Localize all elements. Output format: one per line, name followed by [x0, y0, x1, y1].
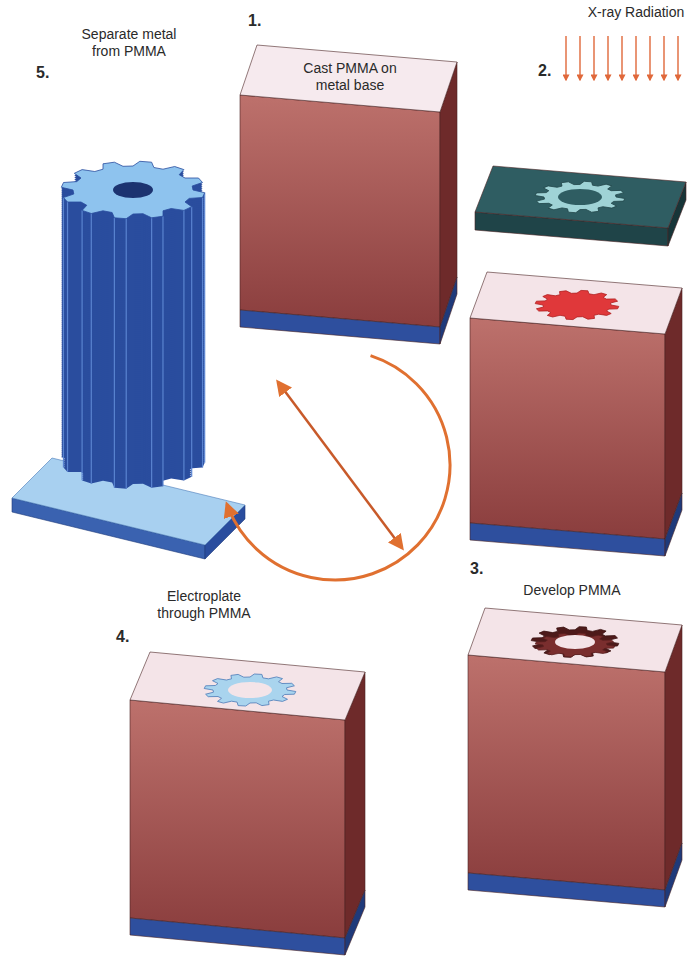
- metal-base: [470, 523, 665, 556]
- x-ray-beam: [565, 36, 566, 80]
- gear-hole: [113, 182, 153, 198]
- gear-ridge: [202, 197, 203, 467]
- gear-ridge: [81, 210, 82, 480]
- pmma-front: [468, 655, 665, 890]
- plated-metal: [204, 674, 296, 706]
- mask-opening: [535, 181, 625, 212]
- pmma-front: [240, 95, 440, 327]
- mask-center: [558, 189, 602, 205]
- step-label: Electroplate through PMMA: [146, 588, 262, 622]
- gear-ridge: [114, 218, 115, 488]
- gear-ridge: [162, 216, 163, 486]
- step-number: 1.: [248, 12, 278, 29]
- pmma-top: [240, 45, 457, 112]
- gear-ridge: [63, 197, 64, 467]
- x-ray-beam: [593, 36, 594, 80]
- double-arrow: [278, 382, 402, 548]
- pmma-top: [468, 608, 682, 672]
- metal-base-side: [665, 493, 682, 556]
- metal-base: [130, 918, 345, 955]
- x-ray-beam: [607, 36, 608, 80]
- gear-ridge: [126, 219, 127, 489]
- cavity-wall: [535, 633, 615, 657]
- step-number: 4.: [116, 628, 142, 645]
- gear-ridge: [183, 210, 184, 480]
- x-ray-beam: [635, 36, 636, 80]
- step-number: 2.: [538, 62, 564, 79]
- step-number: 5.: [36, 64, 66, 81]
- pmma-top: [470, 272, 682, 334]
- pmma-block: [240, 45, 457, 344]
- mask-top: [475, 166, 686, 228]
- x-ray-beam: [621, 36, 622, 80]
- x-ray-beam: [663, 36, 664, 80]
- gear-top: [61, 161, 204, 218]
- metal-base: [240, 310, 440, 344]
- x-ray-mask: [475, 166, 686, 246]
- metal-base-side: [665, 843, 682, 907]
- pmma-front: [470, 318, 665, 539]
- exposed-pmma: [535, 290, 619, 319]
- pmma-block: [468, 608, 682, 907]
- step-label: Separate metal from PMMA: [66, 26, 192, 60]
- step-label: Develop PMMA: [512, 582, 632, 599]
- cycle-arrow: [227, 356, 450, 580]
- gear-ridge: [67, 202, 68, 472]
- x-ray-beam: [579, 36, 580, 80]
- gear-cavity: [531, 627, 619, 658]
- gear-ridge: [151, 218, 152, 488]
- cavity-core: [555, 635, 595, 649]
- gear-ridge: [204, 193, 205, 463]
- gear-ridge: [191, 207, 192, 477]
- step-label: X-ray Radiation: [583, 4, 689, 21]
- metal-base: [468, 873, 665, 907]
- step-label: Cast PMMA on metal base: [296, 60, 404, 94]
- pmma-front: [130, 700, 345, 938]
- pmma-block: [470, 272, 682, 556]
- step-number: 3.: [470, 560, 500, 577]
- x-ray-beam: [649, 36, 650, 80]
- pmma-top: [130, 652, 365, 720]
- x-ray-beam: [677, 36, 678, 80]
- gear-ridge: [91, 213, 92, 483]
- metal-base-side: [440, 277, 457, 344]
- metal-base-side: [345, 890, 365, 955]
- pmma-block: [130, 652, 365, 955]
- pmma-core: [228, 682, 272, 698]
